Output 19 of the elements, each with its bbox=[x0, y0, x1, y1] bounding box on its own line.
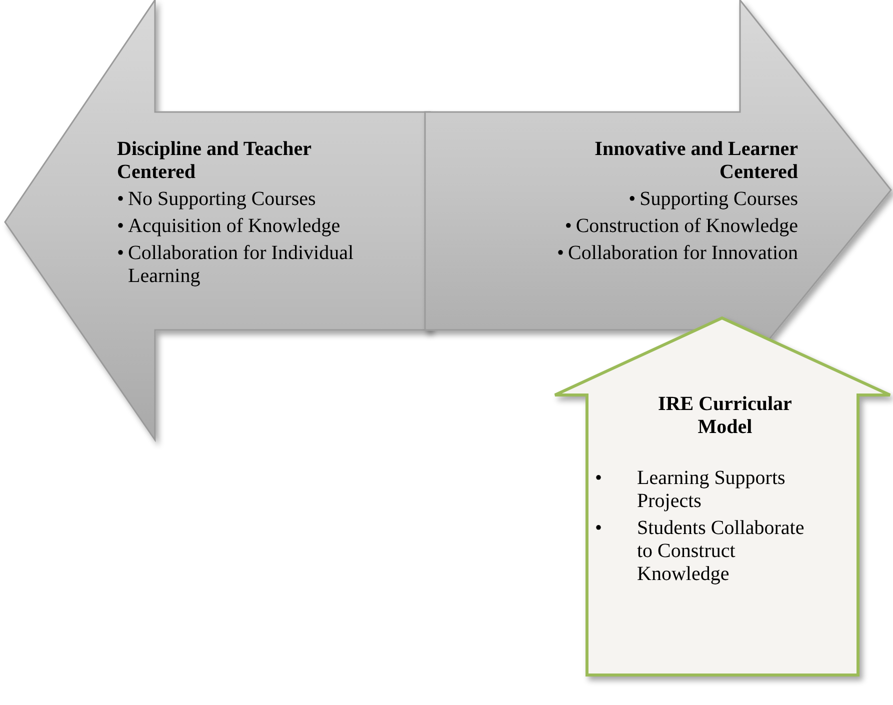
bullet-marker: • bbox=[595, 467, 604, 491]
heading: IRE Curricular Model bbox=[657, 393, 793, 439]
bullet-marker: • bbox=[117, 188, 126, 211]
bullet-marker: • bbox=[628, 188, 637, 211]
bullet-item: Construction of Knowledge bbox=[576, 215, 798, 238]
bullet-item: No Supporting Courses bbox=[128, 188, 316, 211]
bullet-marker: • bbox=[564, 215, 573, 238]
bullet-item: Collaboration for Innovation bbox=[568, 242, 798, 265]
bullet-marker: • bbox=[595, 517, 604, 541]
heading: Discipline and Teacher Centered bbox=[117, 138, 312, 184]
bullet-item: Supporting Courses bbox=[640, 188, 798, 211]
bullet-item: Acquisition of Knowledge bbox=[128, 215, 340, 238]
bullet-item: Learning Supports Projects bbox=[637, 467, 786, 513]
heading: Innovative and Learner Centered bbox=[594, 138, 798, 184]
bullet-item: Collaboration for Individual Learning bbox=[128, 242, 355, 288]
bullet-marker: • bbox=[117, 215, 126, 238]
bullet-marker: • bbox=[117, 242, 126, 266]
bullet-item: Students Collaborate to Construct Knowledge bbox=[637, 517, 806, 586]
bullet-marker: • bbox=[557, 242, 566, 265]
